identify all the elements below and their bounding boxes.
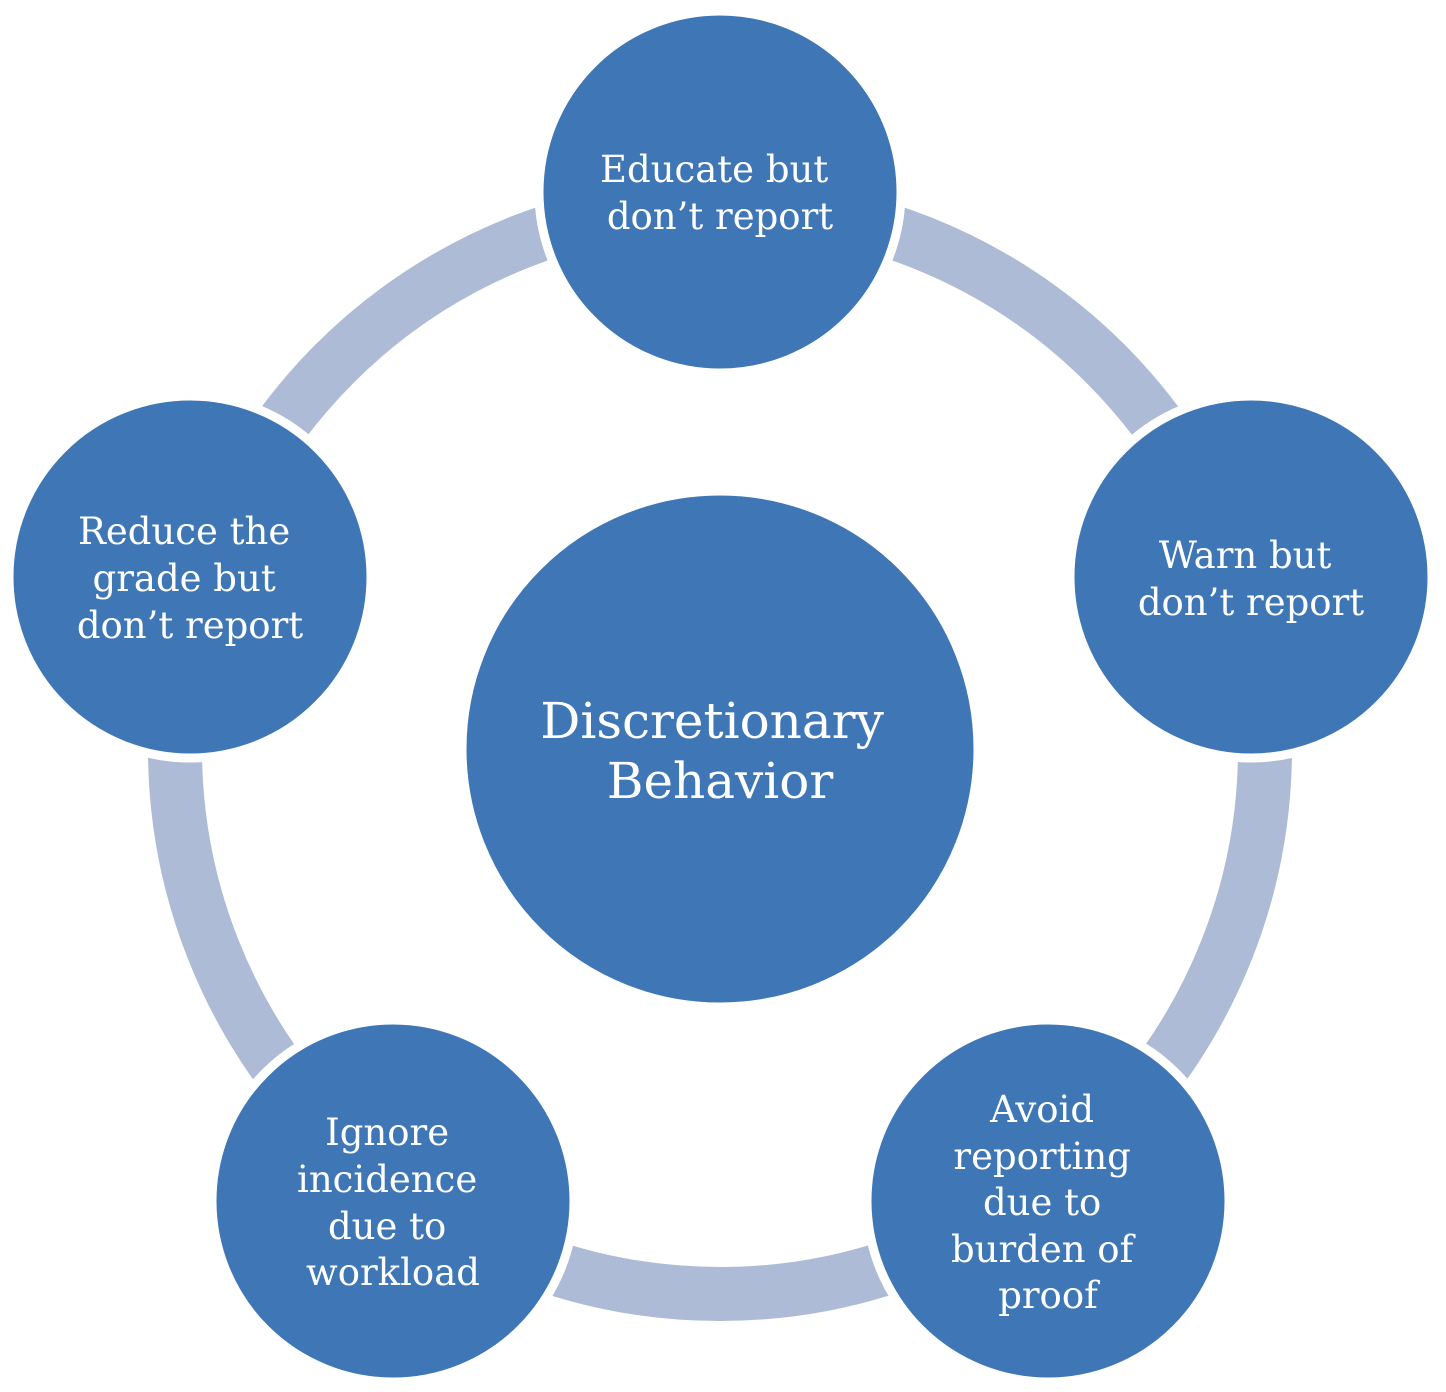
node-ignore-line-2: incidence (297, 1158, 477, 1201)
node-warn-circle (1065, 391, 1437, 763)
center-node: Discretionary Behavior (457, 486, 983, 1012)
node-warn-line-1: Warn but (1159, 534, 1332, 577)
node-avoid: Avoid reporting due to burden of proof (862, 1015, 1234, 1387)
node-avoid-circle (862, 1015, 1234, 1387)
center-node-label: Discretionary Behavior (540, 692, 900, 810)
node-reduce-line-3: don’t report (77, 604, 303, 647)
node-reduce-label: Reduce the grade but don’t report (77, 510, 303, 647)
node-avoid-line-3: due to (983, 1181, 1101, 1224)
node-ignore: Ignore incidence due to workload (207, 1015, 579, 1387)
node-educate: Educate but don’t report (534, 6, 906, 378)
node-avoid-label: Avoid reporting due to burden of proof (951, 1088, 1145, 1317)
node-ignore-line-4: workload (306, 1251, 480, 1294)
node-avoid-line-5: proof (998, 1274, 1100, 1317)
node-reduce: Reduce the grade but don’t report (4, 391, 376, 763)
node-warn: Warn but don’t report (1065, 391, 1437, 763)
node-avoid-line-4: burden of (951, 1228, 1136, 1271)
center-label-line-2: Behavior (607, 752, 834, 810)
node-avoid-line-1: Avoid (989, 1088, 1094, 1131)
node-ignore-circle (207, 1015, 579, 1387)
node-educate-line-2: don’t report (607, 195, 833, 238)
node-educate-label: Educate but don’t report (600, 148, 840, 238)
center-label-line-1: Discretionary (540, 692, 884, 750)
center-node-circle (457, 486, 983, 1012)
node-warn-line-2: don’t report (1138, 581, 1364, 624)
node-reduce-line-1: Reduce the (78, 510, 290, 553)
node-reduce-circle (4, 391, 376, 763)
node-educate-circle (534, 6, 906, 378)
node-ignore-line-3: due to (328, 1205, 446, 1248)
node-avoid-line-2: reporting (953, 1135, 1130, 1178)
node-ignore-line-1: Ignore (325, 1111, 449, 1154)
node-ignore-label: Ignore incidence due to workload (297, 1111, 489, 1294)
node-reduce-line-2: grade but (93, 557, 276, 600)
node-warn-label: Warn but don’t report (1138, 534, 1364, 624)
node-educate-line-1: Educate but (600, 148, 828, 191)
